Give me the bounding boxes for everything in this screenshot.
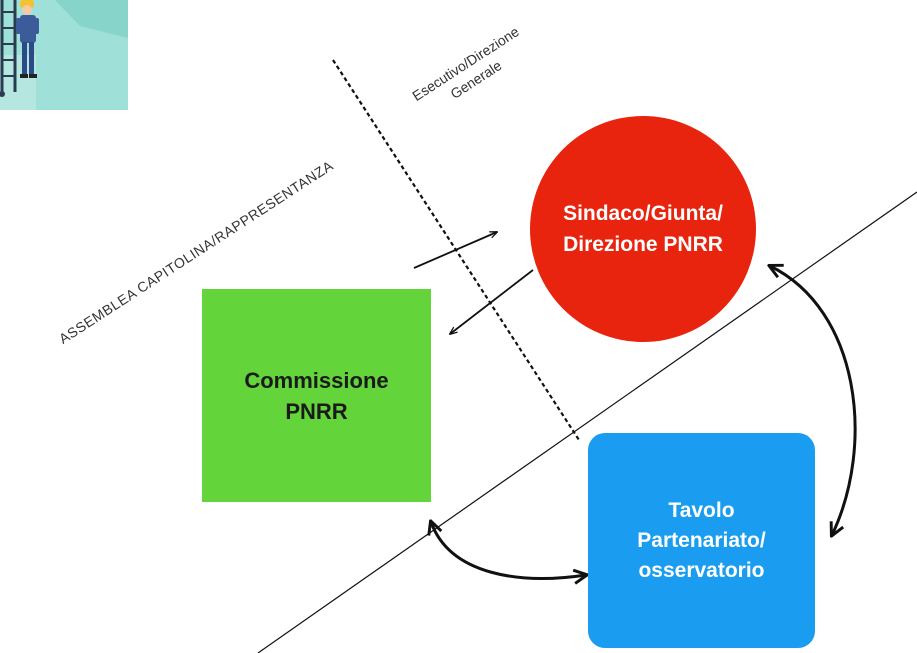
- tavolo-label-line3: osservatorio: [638, 558, 765, 582]
- tavolo-partenariato-node: Tavolo Partenariato/ osservatorio: [588, 433, 815, 648]
- commissione-pnrr-node: Commissione PNRR: [202, 289, 431, 502]
- commissione-label-line2: PNRR: [285, 398, 348, 424]
- worker-illustration: [0, 0, 128, 110]
- sindaco-label-line1: Sindaco/Giunta/: [563, 202, 723, 225]
- double-arrow-sindaco-tavolo: [770, 266, 857, 535]
- double-arrow-commissione-tavolo: [431, 522, 586, 578]
- tavolo-label-line2: Partenariato/: [637, 528, 766, 552]
- commissione-label-line1: Commissione: [244, 367, 389, 393]
- tavolo-label-line1: Tavolo: [668, 498, 735, 522]
- sindaco-giunta-node: Sindaco/Giunta/ Direzione PNRR: [530, 116, 756, 342]
- sindaco-label-line2: Direzione PNRR: [563, 233, 723, 256]
- arrow-to-commissione: [450, 269, 534, 334]
- arrow-to-sindaco: [413, 232, 497, 269]
